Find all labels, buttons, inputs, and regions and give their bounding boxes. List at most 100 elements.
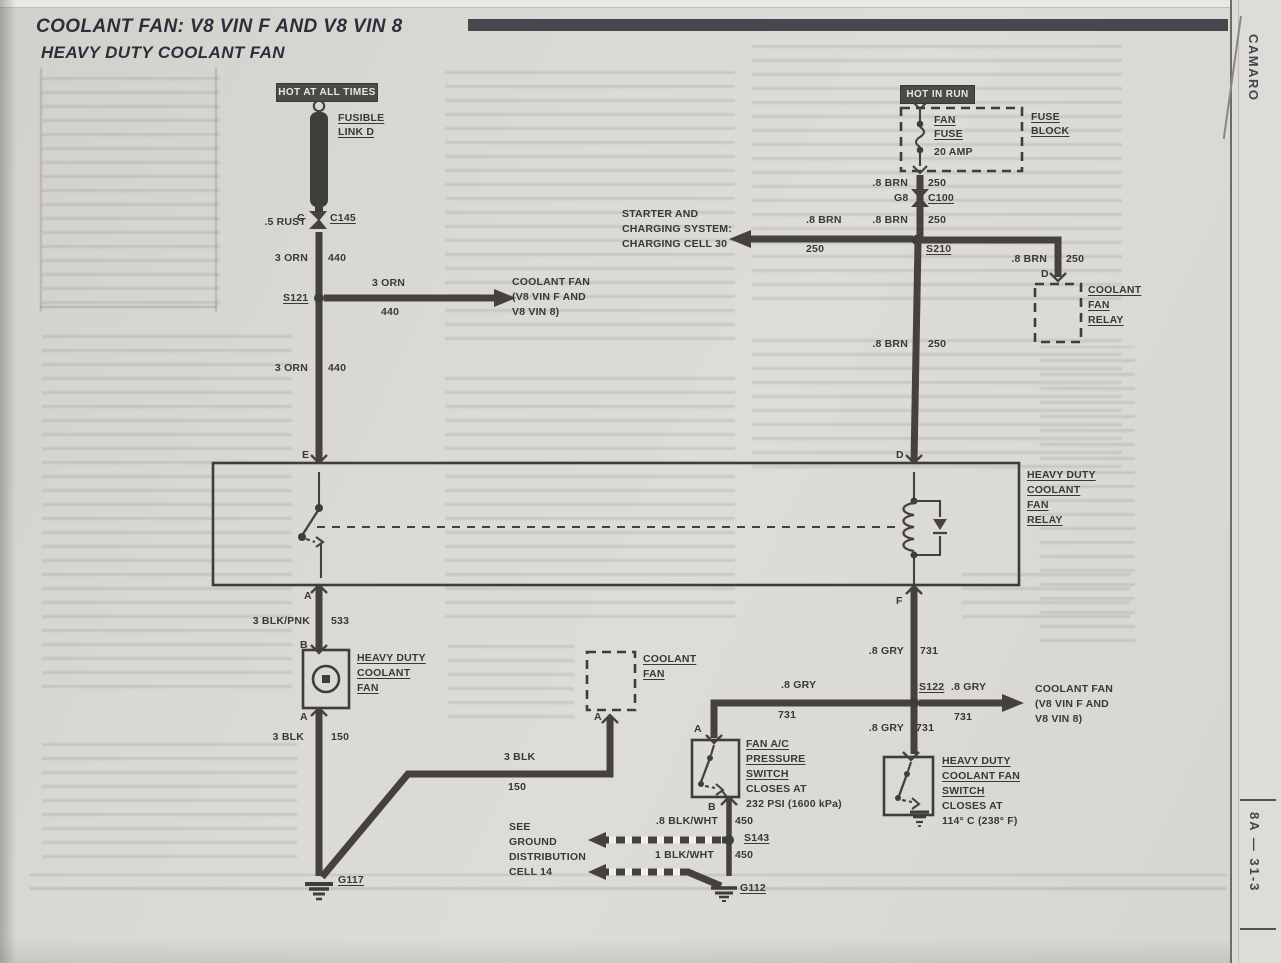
page-left-shadow: [0, 0, 16, 963]
ground-g112-symbol: [711, 886, 737, 902]
circuit-label-branch-orn: 440: [381, 306, 400, 318]
circuit-label-blkpnk: 533: [331, 615, 350, 627]
circuit-label-blk: 150: [331, 731, 350, 743]
destination-starter: STARTER AND CHARGING SYSTEM: CHARGING CE…: [622, 208, 732, 250]
circuit-label-orn-upper: 440: [328, 252, 347, 264]
splice-label-s121: S121: [283, 292, 309, 304]
margin-model-label: CAMARO: [1246, 34, 1261, 102]
bleed-through: [42, 76, 220, 304]
page-top-edge: [0, 0, 1281, 8]
wire-label-blkwht-1: .8 BLK/WHT: [655, 815, 718, 827]
fan-motor-label: HEAVY DUTY COOLANT FAN: [357, 652, 426, 694]
wire-label-rust: .5 RUST: [264, 216, 306, 228]
margin-rule-bottom: [1240, 928, 1276, 930]
wire-label-brn-arrow: .8 BRN: [806, 214, 842, 226]
wire-label-gry-2: .8 GRY: [868, 722, 904, 734]
power-source-label-run: HOT IN RUN: [901, 86, 974, 103]
pressure-switch: [690, 734, 741, 806]
fan-switch-detail: CLOSES AT 114° C (238° F): [942, 800, 1018, 827]
bleed-through: [445, 60, 735, 340]
fan-switch: [882, 751, 935, 827]
splice-label-s143: S143: [744, 832, 770, 844]
pin-label-g8: G8: [894, 192, 909, 204]
wire-label-gry-arrow: .8 GRY: [951, 681, 987, 693]
splice-s122-dot: [908, 697, 920, 709]
wire-label-blkpnk: 3 BLK/PNK: [252, 615, 310, 627]
bleed-through: [215, 68, 217, 312]
circuit-label-brn-4: 250: [928, 338, 947, 350]
wire-label-brn-2: .8 BRN: [872, 214, 908, 226]
destination-coolant-fan-right: COOLANT FAN (V8 VIN F AND V8 VIN 8): [1035, 683, 1114, 725]
relay-label: HEAVY DUTY COOLANT FAN RELAY: [1027, 469, 1096, 526]
relay-switch-contact: [298, 472, 325, 578]
destination-coolant-fan-left: COOLANT FAN (V8 VIN F AND V8 VIN 8): [512, 276, 591, 318]
page-edge-line: [1230, 0, 1232, 963]
splice-label-s122: S122: [919, 681, 945, 693]
wire-blk-bottom-run: [319, 717, 614, 880]
margin-rule-top: [1240, 799, 1276, 801]
terminal-label-a-motor: A: [300, 711, 308, 723]
header-rule-bar: [468, 19, 1228, 31]
cf-relay-label: COOLANT FAN RELAY: [1088, 284, 1142, 326]
circuit-label-brn-3: 250: [1066, 253, 1085, 265]
fuse-block-box: [899, 106, 1024, 173]
pin-label-c: C: [297, 212, 305, 224]
wire-label-branch-orn: 3 ORN: [372, 277, 406, 289]
ground-distribution-note: SEE GROUND DISTRIBUTION CELL 14: [509, 821, 587, 878]
bleed-through: [448, 642, 574, 718]
wire-brn-to-relay: [910, 240, 922, 463]
wire-label-blk: 3 BLK: [272, 731, 304, 743]
connector-c100-symbol: [911, 189, 929, 207]
striped-ground-wire-1: [588, 832, 726, 848]
bleed-through: [962, 562, 1130, 618]
cf-relay-terminal: [1049, 272, 1067, 283]
terminal-label-a-cf: A: [594, 711, 602, 723]
bleed-through: [752, 332, 1122, 468]
s122-arrow: [919, 694, 1024, 712]
relay-box: [211, 461, 1021, 587]
wire-label-brn-4: .8 BRN: [872, 338, 908, 350]
terminal-label-d: D: [896, 449, 904, 461]
fusible-link-label: FUSIBLE LINK D: [338, 112, 385, 138]
wire-label-gry-h: .8 GRY: [781, 679, 817, 691]
terminal-label-a: A: [304, 590, 312, 602]
fan-motor-symbol: [301, 644, 351, 717]
terminal-label-b-ps: B: [708, 801, 716, 813]
circuit-label-blkwht-2: 450: [735, 849, 754, 861]
bleed-through: [42, 332, 292, 688]
circuit-label-gry-arrow: 731: [954, 711, 973, 723]
wire-label-orn-lower: 3 ORN: [274, 362, 308, 374]
splice-s121-dot: [314, 293, 324, 303]
pressure-switch-name: FAN A/C PRESSURE SWITCH: [746, 738, 806, 780]
bleed-through: [40, 306, 217, 308]
circuit-label-gry-1: 731: [920, 645, 939, 657]
ground-label-g112: G112: [740, 882, 766, 894]
wire-gry-to-pressure-switch: [710, 699, 910, 738]
striped-ground-wire-2: [588, 864, 723, 890]
relay-terminal-marks: [310, 454, 923, 595]
wire-label-orn-upper: 3 ORN: [274, 252, 308, 264]
fuse-rating-label: 20 AMP: [934, 146, 973, 158]
page-bottom-shadow: [0, 938, 1281, 963]
fuse-name-label: FAN FUSE: [934, 114, 963, 140]
circuit-label-blkwht-1: 450: [735, 815, 754, 827]
page-title: COOLANT FAN: V8 VIN F AND V8 VIN 8: [36, 16, 403, 37]
wire-label-brn-3: .8 BRN: [1011, 253, 1047, 265]
bleed-through: [40, 68, 42, 312]
coolant-fan-terminal: [601, 713, 619, 724]
wire-brn-to-cf-relay: [917, 236, 1062, 277]
coolant-fan-box: [585, 650, 637, 712]
splice-label-s210: S210: [926, 243, 952, 255]
cf-relay-box: [1033, 282, 1083, 344]
ground-label-g117: G117: [338, 874, 364, 886]
wire-label-gry-1: .8 GRY: [868, 645, 904, 657]
margin-page-code: 8A — 31-3: [1247, 812, 1262, 893]
connector-c145-symbol: [309, 211, 327, 229]
bleed-through: [42, 732, 297, 858]
terminal-label-a-ps: A: [694, 723, 702, 735]
wire-label-brn-1: .8 BRN: [872, 177, 908, 189]
connector-label-c100: C100: [928, 192, 954, 204]
terminal-label-f: F: [896, 595, 903, 607]
